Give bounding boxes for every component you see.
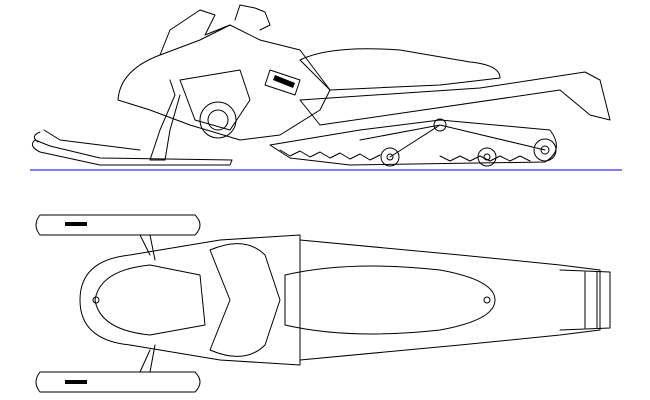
tunnel-top xyxy=(299,239,601,361)
tunnel xyxy=(299,71,611,126)
ski-top xyxy=(35,214,201,236)
spindles xyxy=(139,234,156,373)
front-suspension xyxy=(149,79,181,161)
hood xyxy=(117,24,331,141)
rear-bumper xyxy=(559,269,611,331)
front-ski xyxy=(31,139,233,166)
side-panel xyxy=(179,69,251,131)
windshield-top xyxy=(209,243,281,357)
seat xyxy=(299,48,501,91)
snowmobile-side-view xyxy=(30,4,622,171)
ski-bottom xyxy=(35,371,201,393)
handlebar xyxy=(234,4,271,31)
snowmobile-top-view xyxy=(35,214,611,393)
seat-top xyxy=(284,265,496,335)
hood-top xyxy=(79,234,301,366)
windshield xyxy=(159,9,231,56)
bogie-wheels xyxy=(380,118,557,167)
engine-cover xyxy=(199,101,237,139)
